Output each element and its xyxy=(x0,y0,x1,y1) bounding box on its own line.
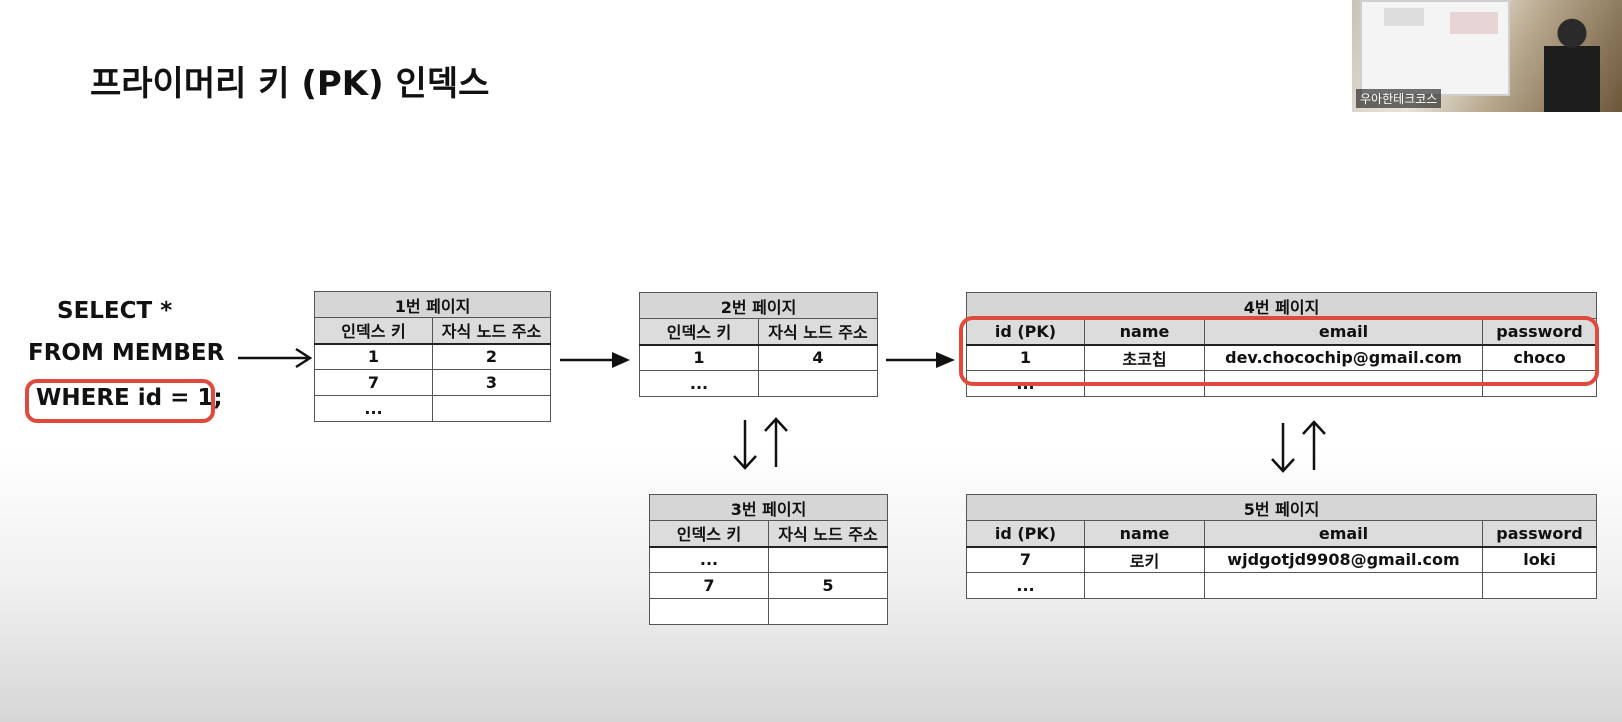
table-cell xyxy=(758,370,878,397)
table-cell xyxy=(649,598,769,625)
row-highlight-box xyxy=(959,316,1599,386)
header-id: id (PK) xyxy=(966,520,1085,548)
page-3-title: 3번 페이지 xyxy=(649,494,888,521)
table-cell xyxy=(768,598,888,625)
table-cell: ... xyxy=(966,572,1085,599)
table-cell: choco xyxy=(1481,344,1598,371)
arrow-right-icon xyxy=(886,352,955,368)
header-password: password xyxy=(1481,318,1598,346)
sql-line-where: WHERE id = 1; xyxy=(36,385,223,411)
page-1-title: 1번 페이지 xyxy=(314,291,551,318)
slide-title: 프라이머리 키 (PK) 인덱스 xyxy=(90,64,490,104)
table-cell xyxy=(1481,572,1598,599)
arrow-up-icon xyxy=(1302,420,1326,470)
header-child-address: 자식 노드 주소 xyxy=(432,317,551,345)
header-index-key: 인덱스 키 xyxy=(639,318,759,346)
table-cell: loki xyxy=(1481,546,1598,573)
page-2-title: 2번 페이지 xyxy=(639,292,878,319)
where-highlight-box xyxy=(25,379,215,423)
table-cell xyxy=(432,395,551,422)
page-4-table: 4번 페이지 id (PK) name email password 1 초코칩… xyxy=(965,292,1598,397)
page-5-title: 5번 페이지 xyxy=(965,494,1598,521)
header-child-address: 자식 노드 주소 xyxy=(768,520,888,548)
sql-line-select: SELECT * xyxy=(57,298,173,324)
table-cell: 초코칩 xyxy=(1084,344,1205,371)
webcam-video: 우아한테크코스 xyxy=(1352,0,1622,112)
table-cell: 3 xyxy=(432,369,551,396)
arrow-right-icon xyxy=(238,347,313,369)
header-child-address: 자식 노드 주소 xyxy=(758,318,878,346)
header-id: id (PK) xyxy=(966,318,1085,346)
header-password: password xyxy=(1481,520,1598,548)
header-index-key: 인덱스 키 xyxy=(649,520,769,548)
presenter xyxy=(1544,16,1600,112)
table-cell xyxy=(768,546,888,573)
table-cell xyxy=(1204,572,1483,599)
arrow-right-icon xyxy=(560,352,630,368)
table-cell: ... xyxy=(649,546,769,573)
header-index-key: 인덱스 키 xyxy=(314,317,433,345)
table-cell: 5 xyxy=(768,572,888,599)
header-name: name xyxy=(1084,318,1205,346)
table-cell: 로키 xyxy=(1084,546,1205,573)
page-5-table: 5번 페이지 id (PK) name email password 7 로키 … xyxy=(965,494,1598,599)
header-email: email xyxy=(1204,520,1483,548)
header-name: name xyxy=(1084,520,1205,548)
arrow-down-icon xyxy=(1271,423,1295,473)
presentation-screen xyxy=(1360,0,1510,96)
table-cell: wjdgotjd9908@gmail.com xyxy=(1204,546,1483,573)
table-cell: dev.chocochip@gmail.com xyxy=(1204,344,1483,371)
page-4-title: 4번 페이지 xyxy=(965,292,1598,319)
arrow-down-icon xyxy=(733,420,757,470)
arrow-up-icon xyxy=(764,417,788,467)
webcam-label: 우아한테크코스 xyxy=(1356,89,1442,108)
sql-line-from: FROM MEMBER xyxy=(28,340,225,366)
table-cell: ... xyxy=(314,395,433,422)
header-email: email xyxy=(1204,318,1483,346)
table-cell: 2 xyxy=(432,343,551,370)
